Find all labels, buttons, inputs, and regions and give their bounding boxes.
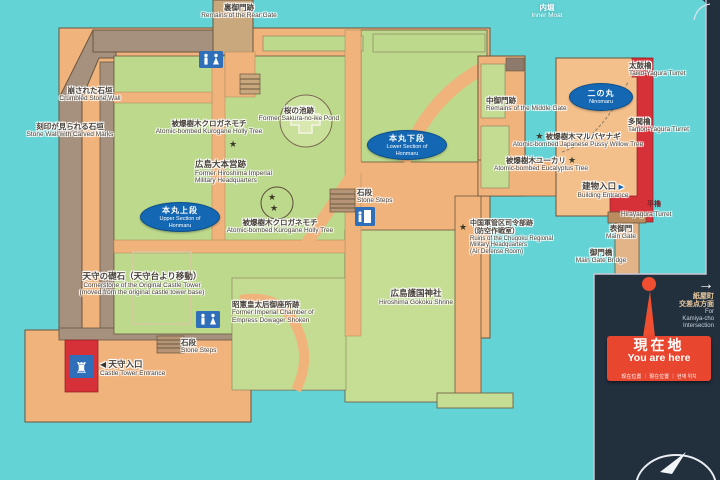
north-stone-wall — [92, 29, 216, 53]
middle-gate-block — [477, 55, 561, 197]
hq-star-icon: ★ — [459, 222, 468, 232]
toilet-icon-north — [199, 51, 223, 68]
facility-icon — [355, 207, 375, 226]
label-stone-steps-east: 石段 Stone Steps — [357, 188, 393, 205]
tree-star-icon: ★ — [229, 139, 238, 149]
label-inner-moat: 内堀 Inner Moat — [531, 3, 563, 20]
badge-honmaru-upper: 本丸上段 Upper Section of Honmaru — [140, 202, 220, 232]
entrance-flag-icon: ▶ — [618, 184, 624, 191]
label-willow-tree: ★ 被爆樹木マルバヤナギ Atomic-bombed Japanese Puss… — [512, 131, 644, 149]
you-are-here-box: 現在地 You are here 现在位置 ｜ 現在位置 ｜ 현재 위치 — [607, 336, 711, 381]
panel-edge-highlight — [593, 0, 707, 480]
label-carved-wall: 刻印が見られる石垣 Stone Wall with Carved Marks — [26, 122, 114, 139]
you-are-here-dot — [642, 277, 656, 291]
main-gate-shape — [607, 211, 647, 224]
label-castle-entrance: ◀ 天守入口 Castle Tower Entrance — [100, 359, 166, 377]
east-path — [454, 195, 482, 403]
label-holly-tree-center: 被爆樹木クロガネモチ Atomic-bombed Kurogane Holly … — [226, 218, 334, 235]
north-green-strip-2 — [372, 33, 486, 53]
label-imperial-hq: 広島大本営跡 Former Hiroshima Imperial Militar… — [195, 159, 272, 184]
badge-ninomaru: 二の丸 Ninomaru — [569, 83, 633, 111]
label-empress-chamber: 昭憲皇太后御座所跡 Former Imperial Chamber of Emp… — [232, 300, 314, 324]
holly-tree-circle — [260, 186, 294, 220]
label-chugoku-hq: 中国軍管区司令部跡 （防空作戦室） Ruins of the Chugoku R… — [470, 220, 554, 256]
badge-honmaru-lower: 本丸下段 Lower Section of Honmaru — [367, 130, 447, 160]
label-hira-turret-jp: 平櫓 — [647, 201, 661, 208]
tree-star-icon: ★ — [268, 192, 277, 202]
label-stone-steps-south: 石段 Stone Steps — [181, 338, 217, 355]
label-middle-gate: 中御門跡 Remains of the Middle Gate — [486, 96, 567, 113]
label-holly-tree-north: 被爆樹木クロガネモチ Atomic-bombed Kurogane Holly … — [155, 119, 263, 136]
label-gokoku-shrine: 広島護国神社 Hiroshima Gokoku Shrine — [378, 288, 454, 306]
label-cornerstone: 天守の礎石（天守台より移動） Cornerstone of the Origin… — [79, 271, 205, 296]
label-eucalyptus-tree: 被爆樹木ユーカリ ★ Atomic-bombed Eucalyptus Tree — [494, 155, 588, 173]
label-rear-gate: 裏御門跡 Remains of the Rear Gate — [201, 3, 277, 20]
label-main-gate: 表御門 Main Gate — [606, 224, 636, 241]
compass-icon — [635, 452, 717, 480]
label-tamon-turret: 多聞櫓 Tamon-Yagura Turret — [628, 117, 689, 134]
left-arrow-icon: ◀ — [100, 360, 107, 369]
castle-icon: ♜ — [75, 360, 88, 377]
frame-corner-curve — [693, 3, 711, 21]
toilet-icon-south — [196, 311, 220, 328]
label-hira-turret-en: Hirayagura Turret — [621, 211, 672, 218]
label-main-gate-bridge: 御門橋 Main Gate Bridge — [575, 248, 627, 265]
you-are-here-pointer — [643, 291, 655, 337]
tree-star-icon: ★ — [270, 203, 279, 213]
cornerstone-area — [132, 251, 192, 325]
tree-star-icon: ★ — [535, 131, 544, 141]
rear-gate-stairs — [239, 73, 261, 95]
direction-sign: → 紙屋町 交差点方面 For Kamiya-cho Intersection — [660, 277, 714, 330]
south-green-block — [436, 392, 514, 409]
south-stone-steps — [156, 335, 185, 354]
north-green-strip-1 — [262, 35, 364, 52]
upper-horizontal-path — [113, 91, 213, 104]
main-gate-bridge-shape — [614, 219, 640, 275]
castle-tower-entrance-marker: ♜ — [64, 339, 99, 393]
south-curved-path — [239, 293, 310, 393]
label-crumbled-wall: 崩された石垣 Crumbled Stone Wall — [59, 86, 121, 103]
tree-star-icon: ★ — [568, 155, 577, 165]
label-sakura-pond: 桜の池跡 Former Sakura-no-ike Pond — [258, 106, 340, 123]
gokoku-shrine-green — [344, 229, 458, 403]
former-pond-outline — [290, 105, 321, 134]
right-arrow-icon: → — [698, 276, 714, 293]
east-stone-steps — [329, 188, 356, 213]
turret-structures-red — [609, 57, 654, 223]
mid-horizontal-path — [113, 239, 346, 254]
label-taiko-turret: 太鼓櫓 Taiko-Yagura Turret — [629, 61, 686, 78]
label-building-entrance: 建物入口 ▶ Building Entrance — [577, 181, 629, 199]
